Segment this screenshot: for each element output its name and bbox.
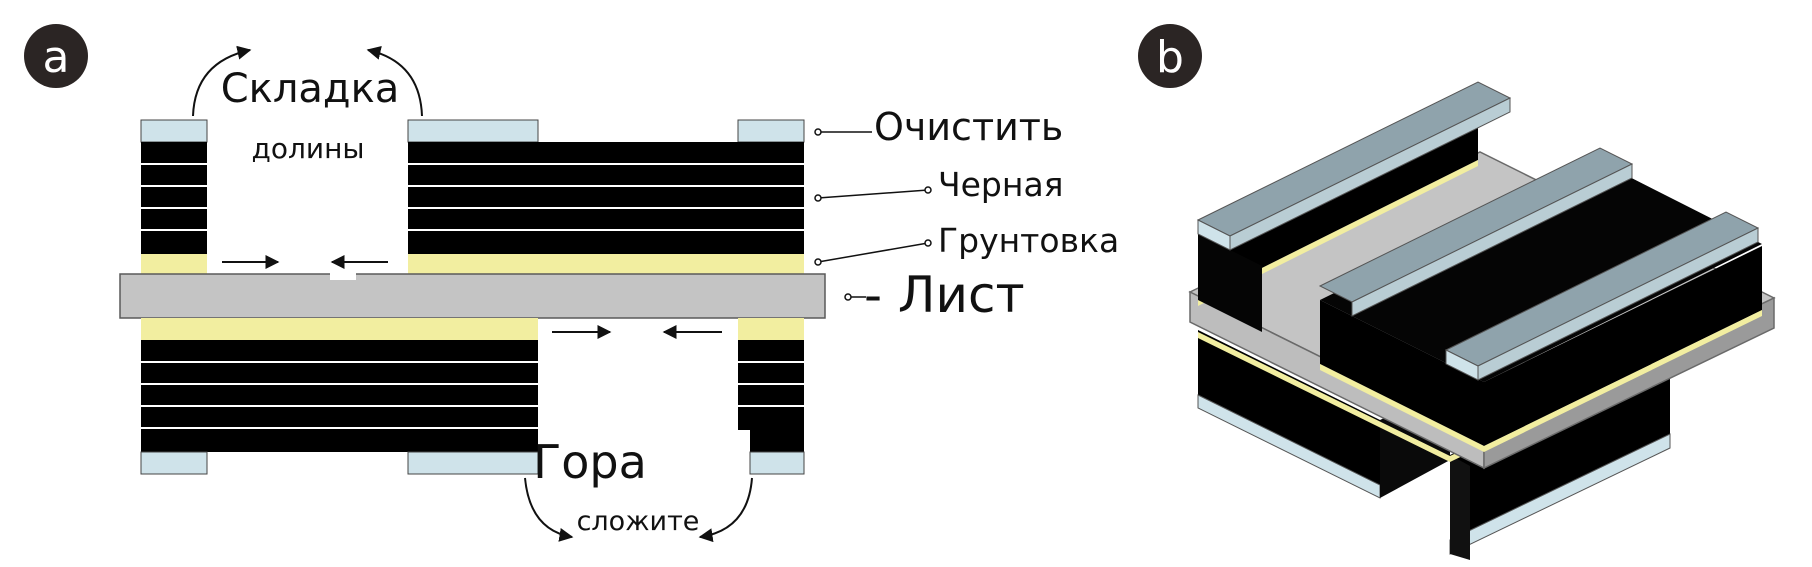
upper-left-stack bbox=[140, 119, 208, 274]
layer-label-black: Черная bbox=[938, 165, 1064, 204]
valley-fold-label-2: долины bbox=[252, 132, 365, 165]
mountain-fold-label-1: Гора bbox=[533, 435, 647, 489]
badge-a: a bbox=[24, 24, 88, 88]
lower-left-stack bbox=[140, 318, 539, 475]
leader-dots bbox=[814, 128, 932, 301]
panel-a: a bbox=[24, 24, 1119, 543]
iso-upper-block-right bbox=[1318, 147, 1762, 452]
sheet-notch bbox=[330, 270, 356, 280]
mountain-fold-label-2: сложите bbox=[577, 506, 700, 537]
layer-label-sheet: - Лист bbox=[864, 266, 1025, 324]
badge-a-label: a bbox=[43, 32, 70, 83]
panel-b: b bbox=[1138, 24, 1776, 560]
sheet-layer bbox=[119, 273, 826, 319]
valley-fold-label-1: Складка bbox=[221, 66, 400, 112]
badge-b-label: b bbox=[1156, 32, 1184, 83]
mountain-fold-arrows bbox=[524, 477, 753, 543]
layer-label-primer: Грунтовка bbox=[938, 221, 1119, 260]
lower-right-stack bbox=[738, 318, 805, 475]
layer-label-clear: Очистить bbox=[874, 105, 1063, 149]
valley-fold-arrows bbox=[192, 45, 423, 117]
upper-right-stack bbox=[407, 119, 805, 274]
iso-upper-block-left bbox=[1196, 81, 1512, 332]
badge-b: b bbox=[1138, 24, 1202, 88]
